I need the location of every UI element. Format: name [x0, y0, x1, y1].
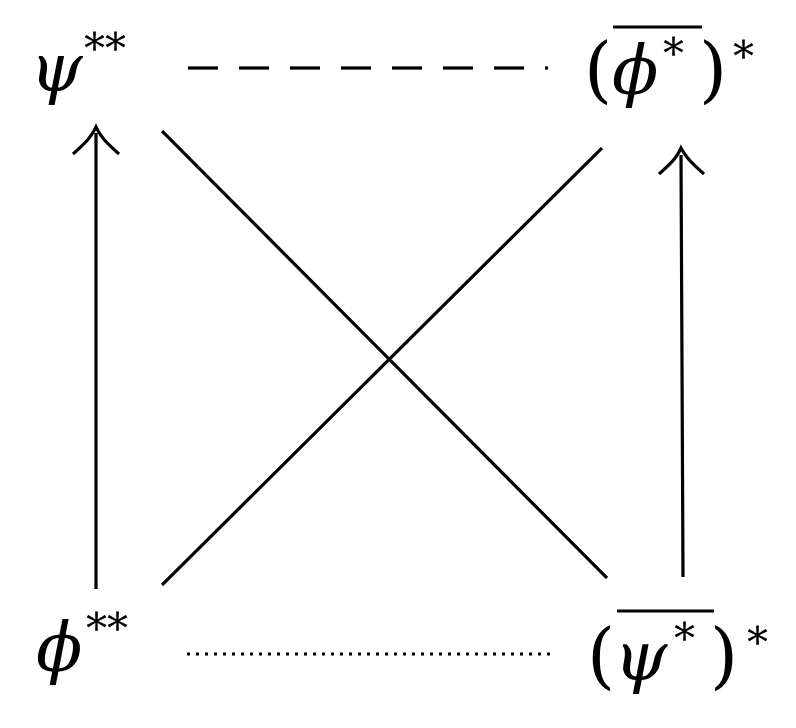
node-bottom-right-close-paren: ) [710, 613, 738, 697]
node-top-right-open-paren: ( [584, 27, 612, 111]
node-bottom-left-symbol: ϕ [36, 609, 82, 688]
node-bottom-right-open-paren: ( [587, 613, 615, 697]
diagonal-top-left-to-bottom-right [160, 129, 609, 580]
node-bottom-right-superscript-inner: * [674, 614, 695, 663]
node-top-right-close-paren: ) [699, 27, 727, 111]
right-vertical-arrow-line [679, 154, 685, 578]
left-vertical-arrowhead-icon [71, 123, 121, 156]
node-top-left: ψ ** [30, 24, 126, 107]
right-vertical-arrowhead-icon [657, 144, 706, 176]
node-bottom-left: ϕ ** [36, 604, 128, 688]
node-top-right-superscript-inner: * [663, 29, 684, 78]
node-top-left-symbol: ψ [30, 29, 84, 107]
node-bottom-right-symbol: ψ [614, 618, 668, 697]
node-top-right: ( ϕ * ) * [584, 25, 754, 111]
node-bottom-left-superscript: ** [86, 604, 128, 653]
node-top-right-symbol: ϕ [612, 32, 658, 111]
diagonal-bottom-left-to-top-right [160, 146, 604, 587]
node-bottom-right-superscript-outer: * [747, 618, 768, 667]
node-top-right-superscript-outer: * [733, 32, 754, 81]
node-bottom-right: ( ψ * ) * [587, 609, 768, 697]
node-top-left-superscript: ** [84, 24, 126, 73]
